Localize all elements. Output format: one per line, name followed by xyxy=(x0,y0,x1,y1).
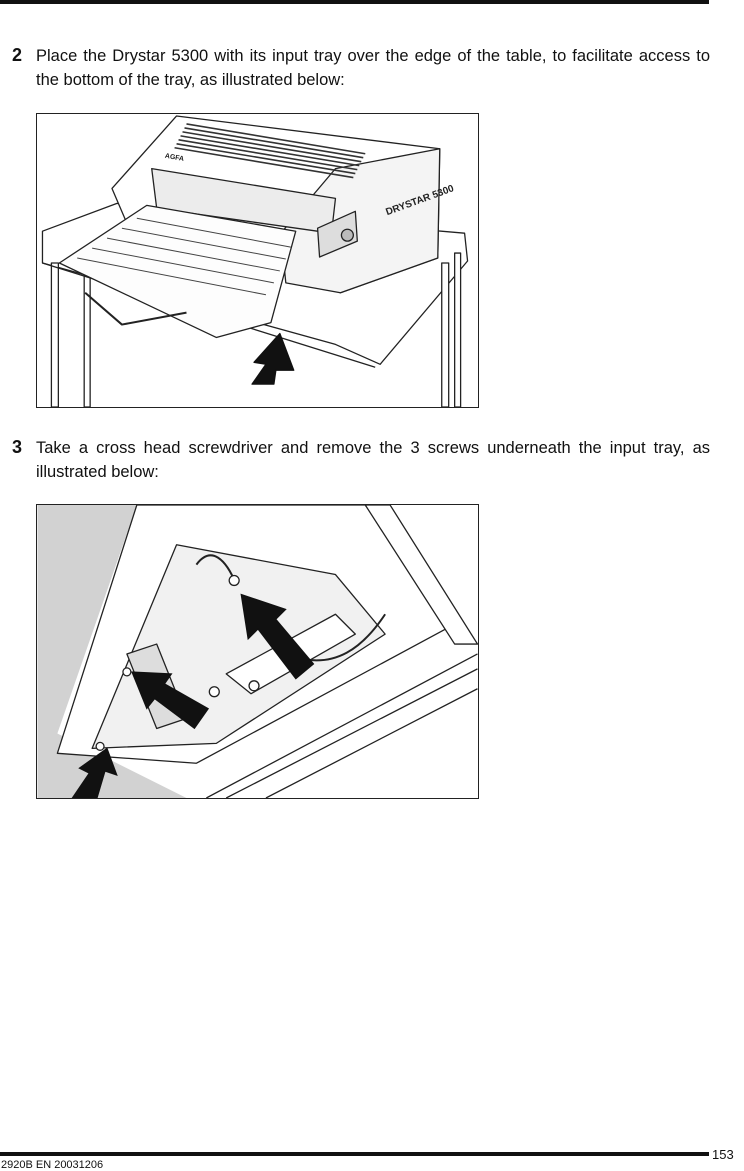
input-tray xyxy=(58,204,297,339)
step-number: 2 xyxy=(12,45,23,65)
boss xyxy=(248,680,260,692)
table-leg xyxy=(50,262,60,407)
step-instruction: Place the Drystar 5300 with its input tr… xyxy=(36,47,710,89)
figure-printer-on-table: AGFA DRYSTAR 5300 xyxy=(36,113,479,408)
table-leg xyxy=(454,252,462,407)
screw xyxy=(228,574,240,587)
arrow-tray-edge xyxy=(251,332,295,385)
arrow-screw-2 xyxy=(131,671,210,730)
arrow-screw-1 xyxy=(240,593,315,680)
table-leg xyxy=(441,262,450,407)
page-number: 153 xyxy=(712,1147,734,1162)
screw xyxy=(95,741,105,751)
printer-illustration: AGFA DRYSTAR 5300 xyxy=(41,115,469,407)
header-rule xyxy=(0,0,709,4)
background-shade xyxy=(37,505,187,798)
step-instruction: Take a cross head screwdriver and remove… xyxy=(36,439,710,481)
screw xyxy=(122,667,132,677)
agfa-logo: AGFA xyxy=(164,153,184,163)
document-code: 2920B EN 20031206 xyxy=(1,1159,104,1171)
boss xyxy=(208,686,220,698)
control-panel xyxy=(316,210,358,258)
figure-tray-underside xyxy=(36,504,479,799)
arrow-screw-3 xyxy=(71,747,118,798)
tray-underside-illustration xyxy=(37,505,478,798)
keypad xyxy=(340,228,354,242)
footer-rule xyxy=(0,1152,709,1156)
step-number: 3 xyxy=(12,437,23,457)
